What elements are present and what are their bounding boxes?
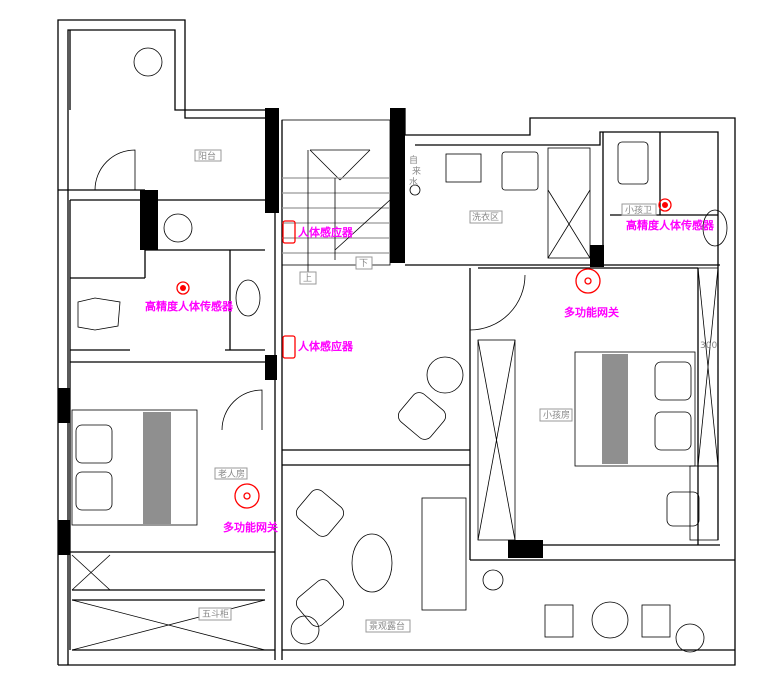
oval-table [351,533,393,593]
motion-sensor-icon [282,220,296,244]
closet-right [697,267,719,467]
svg-text:高精度人体传感器: 高精度人体传感器 [145,299,234,313]
hp-sensor-kids-bath: 高精度人体传感器 [626,198,715,232]
desk [689,465,719,541]
svg-text:人体感应器: 人体感应器 [298,225,354,239]
svg-text:来: 来 [412,166,421,177]
room-label-laundry: 洗衣区 [472,211,499,223]
stair-up-label: 上 [299,271,317,285]
chest-of-drawers [71,554,266,651]
chair [544,604,574,638]
room-label-terrace: 景观露台 [369,620,405,632]
round-table [426,356,464,394]
laundry-fixtures: 自 来 水 [409,147,591,259]
svg-text:自: 自 [409,154,418,166]
stair-down-label: 下 [355,256,373,270]
plant-icon [290,615,320,645]
motion-sensor-stairs: 人体感应器 [282,220,354,244]
motion-sensor-icon [282,335,296,359]
plant-icon [482,569,504,591]
dimension-label: 300 [700,341,717,351]
door-swing [94,149,136,191]
kids-bed [574,351,696,467]
door-swing [469,270,526,331]
room-label-elder-room: 老人房 [218,468,245,480]
wardrobe [477,339,516,541]
svg-text:多功能网关: 多功能网关 [223,520,278,534]
round-table [591,601,629,639]
svg-text:下: 下 [359,259,368,269]
room-label-chest: 五斗柜 [202,608,229,620]
toilet-icon [77,297,121,331]
plant-icon [163,213,193,243]
gateway-elder-room: 多功能网关 [223,483,278,534]
toilet-icon [617,141,649,185]
motion-sensor-hall: 人体感应器 [282,335,354,359]
armchair [295,489,345,537]
sofa [421,497,467,611]
walls [57,19,736,666]
svg-text:高精度人体传感器: 高精度人体传感器 [626,218,715,232]
elder-bed [71,409,198,526]
plant-icon [133,47,163,77]
svg-text:水: 水 [409,176,418,188]
gateway-icon [234,483,260,509]
svg-text:多功能网关: 多功能网关 [564,305,619,319]
plant-icon [675,623,705,653]
staircase [281,119,391,275]
sink-icon [235,279,261,317]
armchair [397,392,447,440]
svg-text:上: 上 [303,273,312,284]
sensor-icon [176,281,190,295]
svg-text:人体感应器: 人体感应器 [298,339,354,353]
room-label-kids-bath: 小孩卫 [625,204,652,216]
gateway-icon [575,268,601,294]
armchair [295,579,345,627]
room-label-kids-room: 小孩房 [543,409,570,421]
room-label-balcony: 阳台 [198,150,216,162]
gateway-kids-room: 多功能网关 [564,268,619,319]
desk-chair [666,491,700,527]
sink-icon [702,209,728,247]
hp-sensor-left-bath: 高精度人体传感器 [145,281,234,313]
sensor-icon [658,198,672,212]
door-swing [221,389,263,431]
chair [641,604,671,638]
